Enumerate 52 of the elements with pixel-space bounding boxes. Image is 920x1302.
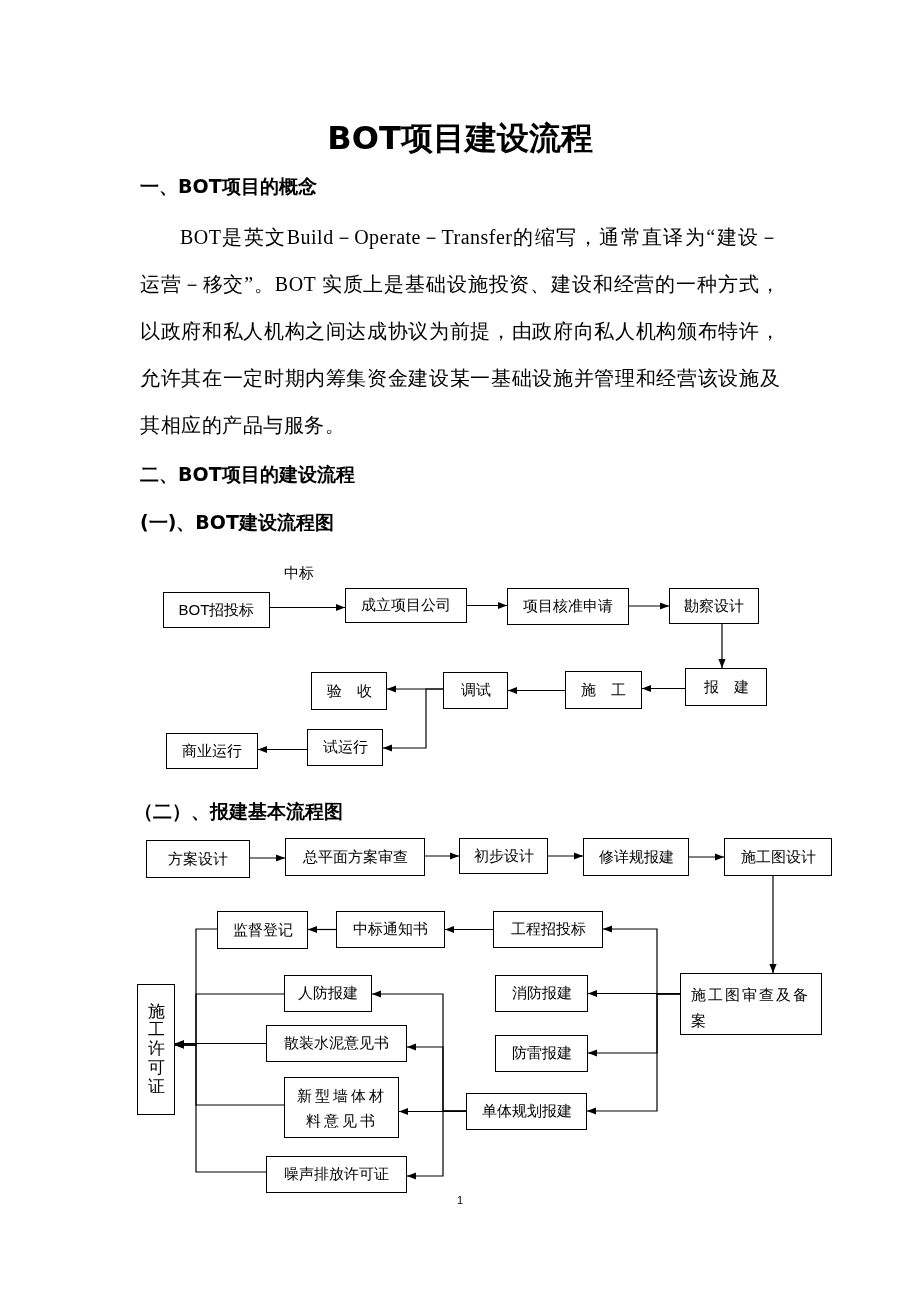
arrow	[507, 686, 566, 695]
arrow	[307, 925, 337, 934]
process-box: 项目核准申请	[507, 588, 629, 625]
process-box: 人防报建	[284, 975, 372, 1012]
process-box: 施工许可证	[137, 984, 175, 1115]
page-title: BOT项目建设流程	[326, 118, 594, 159]
process-box: 散装水泥意见书	[266, 1025, 407, 1062]
process-box: 总平面方案审查	[285, 838, 425, 876]
process-box: BOT招投标	[163, 592, 270, 628]
arrow	[718, 623, 726, 669]
arrow	[382, 688, 444, 752]
process-box: 中标通知书	[336, 911, 445, 948]
arrow	[688, 853, 725, 861]
arrow	[269, 603, 346, 612]
process-box: 施工图审查及备案	[680, 973, 822, 1035]
section-heading: 二、BOT项目的建设流程	[140, 462, 356, 487]
process-box: 勘察设计	[669, 588, 759, 624]
process-box: 商业运行	[166, 733, 258, 769]
arrow	[769, 875, 777, 974]
process-box: 噪声排放许可证	[266, 1156, 407, 1193]
arrow	[174, 1041, 267, 1173]
process-box: 方案设计	[146, 840, 250, 878]
arrow	[406, 1110, 467, 1180]
process-box: 修详规报建	[583, 838, 689, 876]
arrow	[249, 854, 286, 862]
process-box: 试运行	[307, 729, 383, 766]
section-heading: （二）、报建基本流程图	[134, 799, 344, 824]
body-paragraph: BOT是英文Build－Operate－Transfer的缩写，通常直译为“建设－运营－移交”。BOT 实质上是基础设施投资、建设和经营的一种方式，以政府和私人机构之间达成协议为前提，由政府向私人机构颁布特许，允许其在一定时期内筹集资金建设某一基础设施并管理和经营该设施及其相应的产品与服务。	[140, 225, 780, 438]
section-heading: (一)、BOT建设流程图	[140, 510, 335, 535]
process-box: 成立项目公司	[345, 588, 467, 623]
arrow	[466, 601, 508, 610]
process-box: 新型墙体材料意见书	[284, 1077, 399, 1138]
process-box: 施工图设计	[724, 838, 832, 876]
arrow	[641, 684, 686, 693]
process-box: 报 建	[685, 668, 767, 706]
process-box: 施 工	[565, 671, 642, 709]
section-heading: 一、BOT项目的概念	[140, 174, 318, 199]
process-box: 工程招投标	[493, 911, 603, 948]
arrow	[444, 925, 494, 934]
page-number: 1	[455, 1193, 465, 1208]
arrow	[424, 852, 460, 860]
arrow	[547, 852, 584, 860]
process-box: 消防报建	[495, 975, 588, 1012]
process-box: 防雷报建	[495, 1035, 588, 1072]
process-box: 初步设计	[459, 838, 548, 874]
arrow	[628, 602, 670, 610]
process-box: 监督登记	[217, 911, 308, 949]
arrow	[257, 745, 308, 754]
process-box: 调试	[443, 672, 508, 709]
process-box: 验 收	[311, 672, 387, 710]
arrow	[586, 993, 681, 1115]
process-box: 单体规划报建	[466, 1093, 587, 1130]
